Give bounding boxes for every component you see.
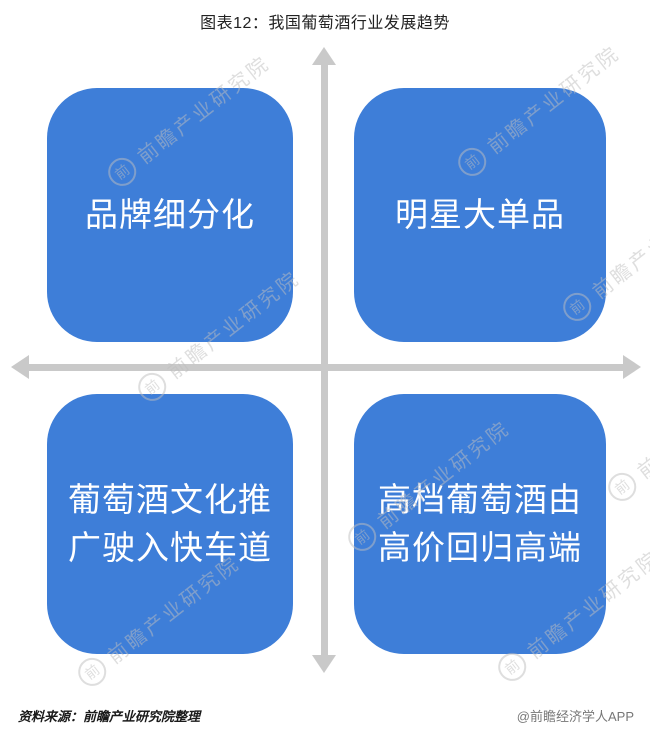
figure-title: 图表12：我国葡萄酒行业发展趋势: [200, 15, 450, 32]
watermark-logo-icon: 前: [602, 466, 642, 507]
app-credit: @前瞻经济学人APP: [516, 709, 634, 724]
watermark: 前 前瞻产业研究院: [602, 362, 650, 507]
arrow-down-icon: [312, 655, 336, 673]
quadrant-label: 葡萄酒文化推 广驶入快车道: [68, 476, 272, 572]
quadrant-label-line: 明星大单品: [395, 196, 565, 234]
quadrant-label-line: 品牌细分化: [85, 196, 255, 234]
quadrant-bottom-left: 葡萄酒文化推 广驶入快车道: [47, 394, 293, 654]
vertical-axis-line: [321, 64, 328, 656]
quadrant-label: 高档葡萄酒由 高价回归高端: [378, 476, 582, 572]
watermark-text: 前瞻产业研究院: [634, 367, 650, 484]
quadrant-label: 明星大单品: [395, 191, 565, 239]
quadrant-label-line: 葡萄酒文化推: [68, 481, 272, 519]
quadrant-label-line: 广驶入快车道: [68, 529, 272, 566]
quadrant-label: 品牌细分化: [85, 191, 255, 239]
horizontal-axis-line: [28, 364, 624, 371]
quadrant-top-left: 品牌细分化: [47, 88, 293, 342]
quadrant-bottom-right: 高档葡萄酒由 高价回归高端: [354, 394, 606, 654]
quadrant-top-right: 明星大单品: [354, 88, 606, 342]
quadrant-label-line: 高档葡萄酒由: [378, 481, 582, 519]
arrow-right-icon: [623, 355, 641, 379]
arrow-left-icon: [11, 355, 29, 379]
source-note: 资料来源：前瞻产业研究院整理: [18, 709, 201, 724]
quadrant-label-line: 高价回归高端: [378, 529, 582, 566]
watermark-logo-icon: 前: [72, 651, 112, 692]
arrow-up-icon: [312, 47, 336, 65]
